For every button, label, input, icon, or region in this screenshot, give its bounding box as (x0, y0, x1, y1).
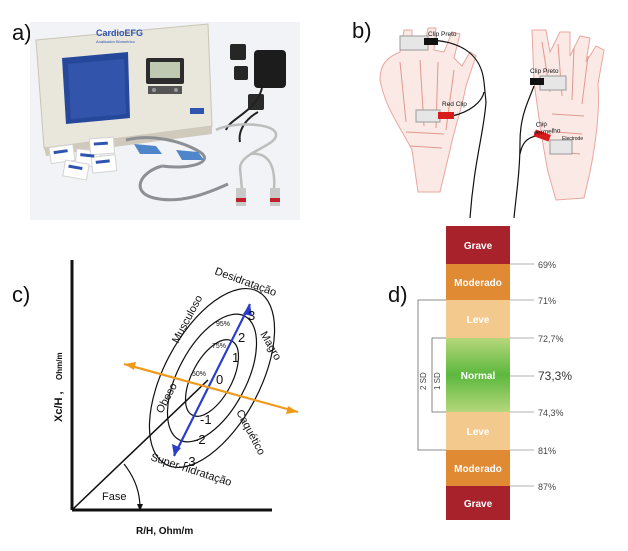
red-clip-hand-label: Red Clip (442, 101, 467, 108)
y-axis-unit: Ohm/m (55, 352, 64, 380)
musculoso-label: Musculoso (170, 293, 205, 345)
threshold-81: 81% (538, 446, 556, 456)
desidratacao-label: Desidratação (213, 266, 278, 299)
band-leve-bottom (446, 412, 510, 450)
band-label-moderado-bottom: Moderado (454, 464, 502, 475)
clip-preto-foot-label: Clip Preto (530, 68, 559, 75)
hydration-axis-line (173, 303, 251, 457)
threshold-74-3: 74,3% (538, 408, 564, 418)
tick-neg3: -3 (184, 454, 196, 469)
threshold-72-7: 72,7% (538, 334, 564, 344)
threshold-lines (510, 263, 534, 487)
pct-50-label: 50% (192, 371, 206, 378)
threshold-69: 69% (538, 260, 556, 270)
tick-pos2: 2 (238, 330, 245, 345)
band-moderado-top (446, 264, 510, 300)
phase-vector (71, 379, 209, 511)
red-clip-hand-marker (438, 112, 454, 119)
bia-device: CardioEFG Analisador Biometrico (35, 23, 213, 156)
band-label-normal: Normal (461, 371, 496, 382)
tick-pos3: 3 (248, 308, 255, 323)
sd2-label: 2 SD (419, 372, 428, 390)
band-label-grave-bottom: Grave (464, 499, 493, 510)
panel-d-hydration-bands: GraveModeradoLeveNormalLeveModeradoGrave… (417, 226, 572, 520)
device-brand: CardioEFG (96, 28, 143, 38)
panel-a-device-photo: CardioEFG Analisador Biometrico (30, 22, 300, 220)
band-moderado-bottom (446, 450, 510, 486)
magro-label: Magro (257, 330, 283, 363)
clip-vermelho-line2: vermelho (533, 127, 561, 137)
fase-label: Fase (102, 491, 126, 503)
band-normal (446, 338, 510, 412)
panel-b-electrode-placement: Clip Preto Red Clip Clip Preto Clip verm… (379, 27, 605, 218)
tick-neg2: -2 (194, 432, 206, 447)
electrode-cables (125, 123, 280, 206)
electrode-packs (48, 136, 118, 181)
tick-neg1: -1 (200, 412, 212, 427)
band-grave-top (446, 226, 510, 264)
band-leve-top (446, 300, 510, 338)
panel-c-rxc-graph: Xc/H , Ohm/m R/H, Ohm/m Fase 95% 75% 50%… (53, 260, 299, 537)
sd1-bracket (431, 337, 446, 413)
tick-zero: 0 (216, 372, 223, 387)
tick-pos1: 1 (232, 350, 239, 365)
clip-vermelho-line1: Clip (535, 121, 547, 129)
pct-95-label: 95% (216, 321, 230, 328)
panel-b-letter: b) (352, 18, 372, 43)
threshold-87: 87% (538, 482, 556, 492)
clip-preto-hand-marker (424, 38, 438, 45)
body-mass-axis-line (123, 362, 299, 414)
pct-75-label: 75% (212, 343, 226, 350)
panel-c-letter: c) (12, 282, 31, 307)
power-adapter (225, 44, 286, 143)
device-subtitle: Analisador Biometrico (96, 39, 136, 44)
clip-vermelho-foot-marker (533, 129, 551, 142)
band-label-moderado-top: Moderado (454, 278, 502, 289)
x-axis-label: R/H, Ohm/m (136, 526, 193, 537)
y-axis-label: Xc/H , (53, 391, 65, 422)
clip-preto-foot-marker (530, 78, 544, 85)
clip-preto-hand-label: Clip Preto (428, 31, 457, 38)
threshold-73-3: 73,3% (538, 369, 572, 383)
panel-d-letter: d) (388, 282, 408, 307)
band-label-grave-top: Grave (464, 241, 493, 252)
electrode-foot-label: Electrode (562, 136, 583, 142)
threshold-71: 71% (538, 296, 556, 306)
sd1-label: 1 SD (433, 372, 442, 390)
band-label-leve-top: Leve (467, 315, 490, 326)
band-grave-bottom (446, 486, 510, 520)
panel-a-letter: a) (12, 20, 32, 45)
band-label-leve-bottom: Leve (467, 427, 490, 438)
caquetico-label: Caquético (233, 408, 267, 457)
sd2-bracket (417, 299, 446, 451)
foot-bones-illustration (531, 29, 605, 201)
